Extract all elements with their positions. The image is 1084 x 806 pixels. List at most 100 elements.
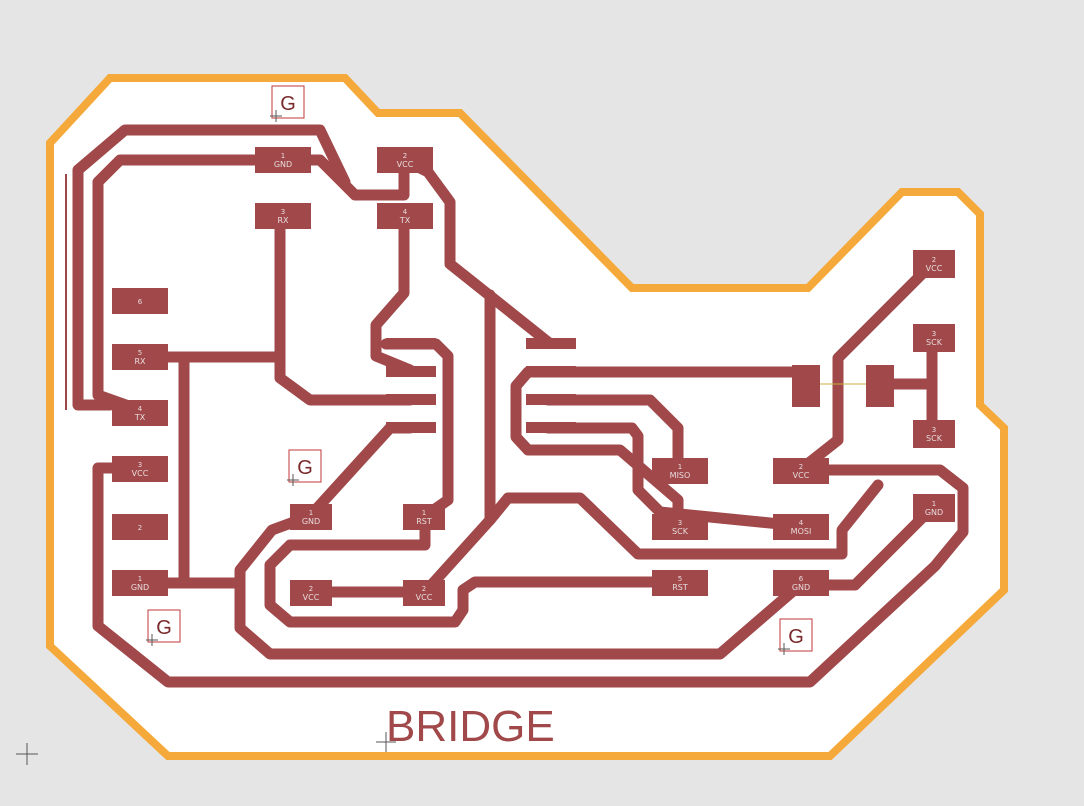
pad-signal-name: RX xyxy=(134,357,146,366)
pad-number: 2 xyxy=(799,463,803,471)
pad-signal-name: TX xyxy=(134,413,146,422)
ic-pin-left-2 xyxy=(386,366,436,377)
pad-rect xyxy=(112,456,168,482)
ic-pin-left-1 xyxy=(386,338,436,349)
pad-signal-name: VCC xyxy=(793,471,810,480)
pad-number: 5 xyxy=(138,349,142,357)
board-label: BRIDGE xyxy=(386,702,555,751)
pad-signal-name: RST xyxy=(672,583,688,592)
pad-signal-name: VCC xyxy=(132,469,149,478)
pad-number: 6 xyxy=(799,575,804,583)
trace-rx-to-chip xyxy=(274,210,416,406)
svg-text:G: G xyxy=(156,617,172,639)
pad-number: 1 xyxy=(309,509,313,517)
pad-signal-name: SCK xyxy=(926,434,943,443)
ic-pin-right-3 xyxy=(526,394,576,405)
ic-pin-right-1 xyxy=(526,338,576,349)
pad-4: 6 xyxy=(112,288,168,314)
pad-rect xyxy=(112,570,168,596)
pad-number: 1 xyxy=(932,500,936,508)
pad-number: 1 xyxy=(422,509,426,517)
pad-number: 1 xyxy=(678,463,682,471)
trace-outer-left-loop xyxy=(72,124,351,411)
trace-rst-vcc-loop xyxy=(264,510,684,628)
trace-sck-ic-loop xyxy=(484,479,884,560)
pad-number: 6 xyxy=(138,298,143,306)
pad-number: 2 xyxy=(309,585,313,593)
pad-rect xyxy=(290,504,332,530)
pad-number: 2 xyxy=(422,585,426,593)
pad-number: 1 xyxy=(281,152,285,160)
trace-vcc-right xyxy=(794,258,938,476)
pad-signal-name: VCC xyxy=(397,160,414,169)
pad-rect xyxy=(377,147,433,173)
pad-rect xyxy=(913,250,955,278)
pad-number: 2 xyxy=(932,256,936,264)
origin-cross-label xyxy=(376,732,396,752)
pad-number: 4 xyxy=(138,405,143,413)
fiducial-center: G xyxy=(287,449,322,486)
pad-number: 4 xyxy=(403,208,408,216)
pad-signal-name: GND xyxy=(792,583,810,592)
pad-rect xyxy=(377,203,433,229)
trace-tx-to-chip xyxy=(370,210,416,376)
pad-number: 1 xyxy=(138,575,142,583)
pad-signal-name: VCC xyxy=(416,593,433,602)
trace-vcc-left-loop xyxy=(92,462,969,688)
pad-rect xyxy=(773,458,829,484)
pad-rect xyxy=(112,514,168,540)
pad-signal-name: GND xyxy=(274,160,292,169)
pad-rect xyxy=(112,400,168,426)
pad-8: 2 xyxy=(112,514,168,540)
pad-rect xyxy=(652,458,708,484)
svg-text:G: G xyxy=(297,457,313,479)
pad-rect xyxy=(290,580,332,606)
pad-2: 3RX xyxy=(255,203,311,229)
pad-number: 3 xyxy=(932,330,936,338)
pad-number: 2 xyxy=(403,152,407,160)
pad-rect xyxy=(112,344,168,370)
pad-signal-name: RST xyxy=(416,517,432,526)
origin-cross-board xyxy=(16,743,38,765)
fiducials: G G G G xyxy=(146,85,813,655)
pad-rect xyxy=(403,580,445,606)
pad-6: 4TX xyxy=(112,400,168,426)
pad-signal-name: SCK xyxy=(926,338,943,347)
pad-rect xyxy=(255,203,311,229)
pad-rect xyxy=(913,420,955,448)
ic-pin-left-4 xyxy=(386,422,436,433)
pad-number: 3 xyxy=(932,426,936,434)
pad-signal-name: VCC xyxy=(926,264,943,273)
pad-rect xyxy=(112,288,168,314)
pad-signal-name: GND xyxy=(925,508,943,517)
ic-pin-right-2 xyxy=(526,366,576,377)
pad-rect xyxy=(652,514,708,540)
pad-number: 5 xyxy=(678,575,682,583)
fiducial-bottom-left: G xyxy=(146,609,181,646)
pad-number: 3 xyxy=(138,461,142,469)
pad-signal-name: MISO xyxy=(670,471,691,480)
ic-pin-right-4 xyxy=(526,422,576,433)
pad-3: 4TX xyxy=(377,203,433,229)
capacitor-pad-2 xyxy=(866,365,894,407)
trace-miso xyxy=(542,394,684,478)
pad-signal-name: TX xyxy=(399,216,411,225)
pad-signal-name: GND xyxy=(302,517,320,526)
fiducial-bottom-right: G xyxy=(778,618,813,655)
pad-5: 5RX xyxy=(112,344,168,370)
pad-rect xyxy=(652,570,708,596)
pad-number: 2 xyxy=(138,524,142,532)
